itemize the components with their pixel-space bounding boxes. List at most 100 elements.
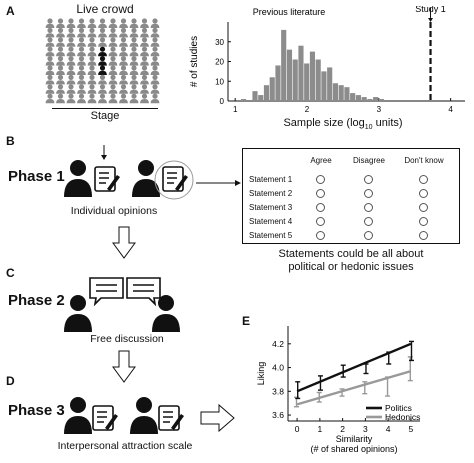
radio-disagree[interactable] bbox=[364, 217, 373, 226]
radio-agree[interactable] bbox=[316, 189, 325, 198]
survey-table: Agree Disagree Don't know Statement 1 St… bbox=[242, 148, 460, 244]
survey-column-disagree: Disagree bbox=[352, 156, 385, 165]
crowd-person-head bbox=[152, 93, 158, 99]
histogram-bar bbox=[252, 91, 258, 101]
crowd-person-body bbox=[98, 99, 107, 104]
crowd-person-head bbox=[120, 56, 127, 62]
crowd-person-head bbox=[141, 65, 148, 71]
liking-y-tick-label: 3.8 bbox=[272, 386, 284, 396]
panel-a-letter: A bbox=[6, 4, 15, 18]
crowd-person-body bbox=[87, 33, 97, 38]
crowd-person-body bbox=[45, 42, 55, 47]
crowd-person-body bbox=[66, 70, 76, 75]
survey-note-line-2: political or hedonic issues bbox=[288, 261, 414, 273]
crowd-person-head bbox=[89, 93, 95, 99]
crowd-person-body bbox=[66, 42, 76, 47]
crowd-person-head bbox=[68, 56, 74, 62]
crowd-person-head bbox=[68, 93, 74, 99]
crowd-person-body bbox=[108, 89, 118, 94]
crowd-person-head bbox=[131, 65, 137, 71]
histogram-bar bbox=[263, 85, 270, 101]
crowd-person-head bbox=[141, 37, 148, 43]
radio-disagree[interactable] bbox=[364, 175, 373, 184]
crowd-person-head bbox=[57, 65, 64, 71]
histogram-bar bbox=[286, 49, 293, 101]
radio-dont-know[interactable] bbox=[419, 203, 428, 212]
crowd-person-body bbox=[108, 61, 118, 66]
histogram-x-tick-label: 2 bbox=[305, 105, 310, 114]
crowd-person-head bbox=[110, 93, 116, 99]
radio-dont-know[interactable] bbox=[419, 175, 428, 184]
crowd-person-head bbox=[120, 37, 127, 43]
histogram-x-tick-label: 3 bbox=[377, 105, 382, 114]
study-1-arrowhead bbox=[428, 18, 434, 22]
crowd-person-body bbox=[150, 23, 160, 28]
radio-dont-know[interactable] bbox=[419, 217, 428, 226]
histogram-bar bbox=[378, 99, 384, 101]
histogram-bar bbox=[315, 59, 321, 101]
person-icon-4 bbox=[152, 295, 180, 332]
crowd-person-body bbox=[140, 42, 149, 47]
crowd-person-head bbox=[141, 93, 148, 99]
crowd-person-body bbox=[98, 80, 107, 85]
crowd-person-head bbox=[57, 27, 64, 33]
crowd-person-body bbox=[129, 33, 139, 38]
crowd-person-body bbox=[77, 23, 86, 28]
histogram-bar bbox=[344, 87, 350, 101]
crowd-person-head bbox=[57, 56, 64, 62]
phase1-to-survey-arrowhead bbox=[235, 180, 241, 186]
crowd-person-body bbox=[87, 52, 97, 57]
radio-agree[interactable] bbox=[316, 231, 325, 240]
crowd-person-head bbox=[99, 27, 106, 33]
crowd-person-body bbox=[66, 52, 76, 57]
crowd-person-head bbox=[110, 65, 116, 71]
crowd-person-body bbox=[129, 80, 139, 85]
crowd-person-head bbox=[68, 46, 74, 52]
radio-disagree[interactable] bbox=[364, 189, 373, 198]
crowd-person-head bbox=[89, 84, 95, 90]
crowd-person-head bbox=[141, 74, 148, 80]
crowd-person-head bbox=[47, 37, 53, 43]
crowd-person-head bbox=[110, 18, 116, 24]
radio-dont-know[interactable] bbox=[419, 231, 428, 240]
crowd-person-body bbox=[119, 99, 128, 104]
crowd-person-body bbox=[56, 80, 65, 85]
liking-xlabel-secondary: (# of shared opinions) bbox=[310, 444, 397, 454]
radio-disagree[interactable] bbox=[364, 203, 373, 212]
crowd-person-body bbox=[108, 80, 118, 85]
crowd-person-head bbox=[120, 84, 127, 90]
liking-x-tick-label: 4 bbox=[386, 424, 391, 434]
crowd-person-head bbox=[57, 37, 64, 43]
crowd-person-body bbox=[150, 61, 160, 66]
crowd-person-body bbox=[140, 70, 149, 75]
radio-agree[interactable] bbox=[316, 217, 325, 226]
crowd-person-body bbox=[77, 99, 86, 104]
crowd-person-body bbox=[45, 89, 55, 94]
crowd-person-head bbox=[131, 84, 137, 90]
legend-label-hedonics: Hedonics bbox=[385, 412, 420, 422]
person-icon-5 bbox=[64, 397, 92, 434]
crowd-person-body bbox=[56, 70, 65, 75]
crowd-person-body bbox=[129, 23, 139, 28]
crowd-person-head bbox=[57, 18, 64, 24]
stage-label: Stage bbox=[90, 110, 120, 122]
live-crowd-title: Live crowd bbox=[76, 2, 134, 16]
histogram-ylabel: # of studies bbox=[189, 36, 200, 87]
crowd-person-head bbox=[57, 74, 64, 80]
histogram-bar bbox=[321, 71, 327, 101]
crowd-person-head bbox=[78, 27, 85, 33]
crowd-person-body bbox=[77, 61, 86, 66]
radio-agree[interactable] bbox=[316, 175, 325, 184]
crowd-person-body bbox=[87, 99, 97, 104]
radio-agree[interactable] bbox=[316, 203, 325, 212]
crowd-person-head bbox=[89, 37, 95, 43]
histogram-bar bbox=[338, 85, 344, 101]
crowd-person-head bbox=[78, 93, 85, 99]
radio-dont-know[interactable] bbox=[419, 189, 428, 198]
histogram-bar bbox=[258, 95, 264, 101]
radio-disagree[interactable] bbox=[364, 231, 373, 240]
crowd-person-head bbox=[120, 93, 127, 99]
crowd-person-body bbox=[45, 23, 55, 28]
crowd-person-body bbox=[87, 70, 97, 75]
